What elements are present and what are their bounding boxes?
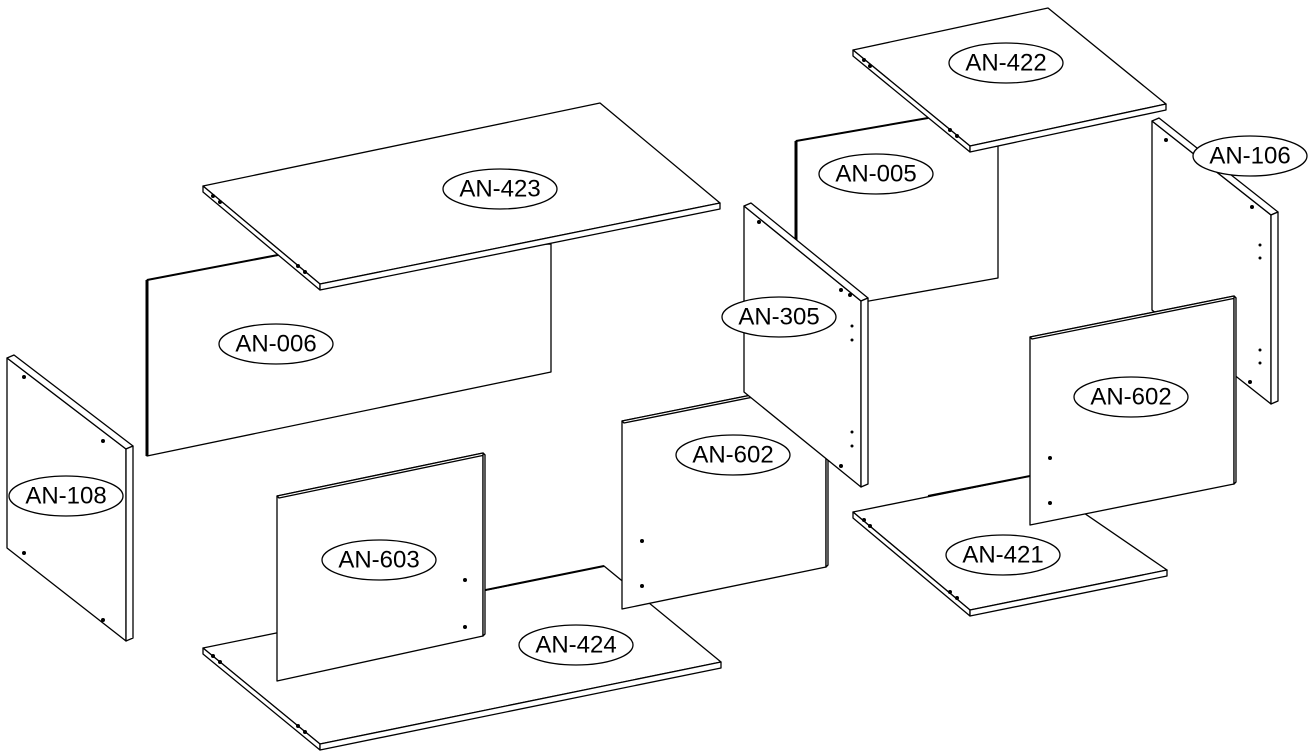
svg-text:AN-421: AN-421 <box>962 542 1043 569</box>
part-label-an-006: AN-006 <box>218 323 334 365</box>
part-label-an-005: AN-005 <box>818 153 934 195</box>
svg-text:AN-424: AN-424 <box>535 632 616 659</box>
svg-text:AN-108: AN-108 <box>25 483 106 510</box>
svg-text:AN-423: AN-423 <box>459 176 540 203</box>
svg-text:AN-005: AN-005 <box>835 161 916 188</box>
part-label-an-602-middle: AN-602 <box>675 434 791 476</box>
svg-text:AN-006: AN-006 <box>235 331 316 358</box>
part-label-an-424: AN-424 <box>518 624 634 666</box>
part-label-an-422: AN-422 <box>948 42 1064 84</box>
bottom-shelf-left <box>202 565 722 751</box>
svg-text:AN-602: AN-602 <box>692 442 773 469</box>
svg-text:AN-603: AN-603 <box>338 547 419 574</box>
part-label-an-305: AN-305 <box>721 296 837 338</box>
part-label-an-603: AN-603 <box>321 539 437 581</box>
part-label-an-106: AN-106 <box>1192 135 1308 177</box>
svg-text:AN-106: AN-106 <box>1209 143 1290 170</box>
side-panel-middle <box>743 202 869 488</box>
part-label-an-423: AN-423 <box>442 168 558 210</box>
part-label-an-421: AN-421 <box>945 534 1061 576</box>
svg-text:AN-422: AN-422 <box>965 50 1046 77</box>
part-label-an-602-right: AN-602 <box>1073 376 1189 418</box>
back-panel-left <box>145 243 552 457</box>
svg-text:AN-305: AN-305 <box>738 304 819 331</box>
part-label-an-108: AN-108 <box>8 475 124 517</box>
svg-text:AN-602: AN-602 <box>1090 384 1171 411</box>
